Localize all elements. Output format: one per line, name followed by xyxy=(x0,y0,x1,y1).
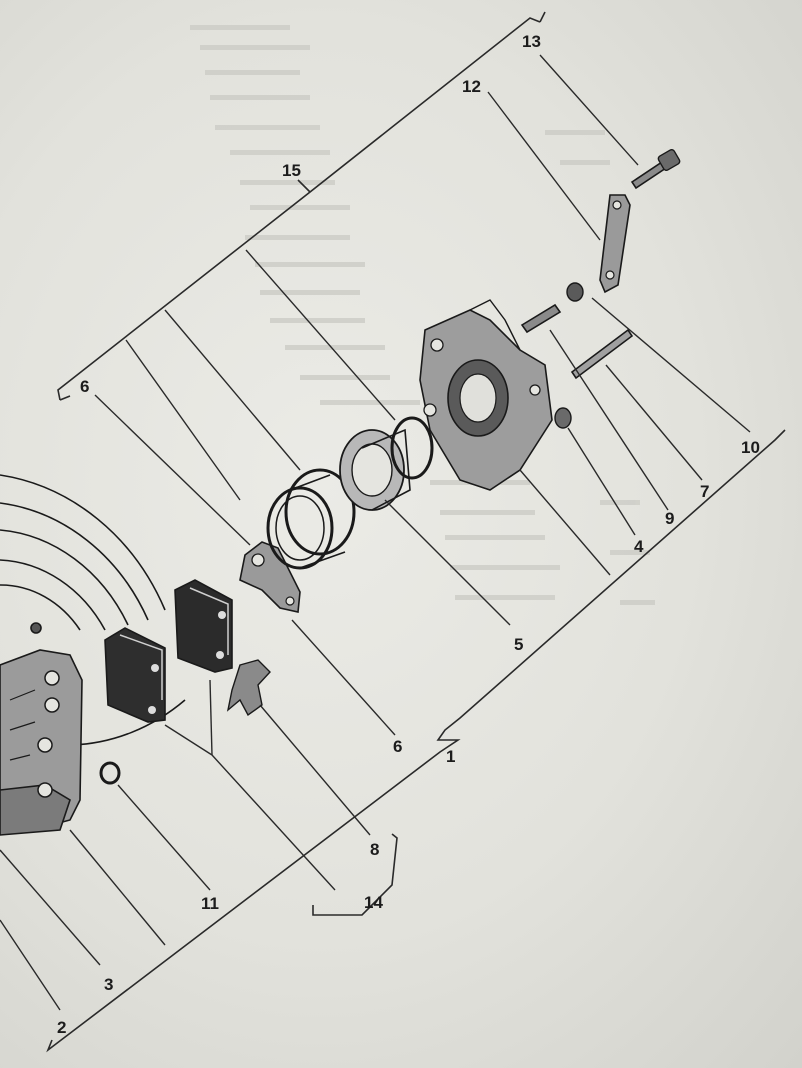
callout-6-bottom: 6 xyxy=(393,737,402,756)
seal-ring xyxy=(99,761,121,785)
dust-boot xyxy=(266,468,356,570)
brake-pad-outer xyxy=(174,579,233,673)
bridge-pipe-pin xyxy=(570,328,634,380)
anti-rattle-spring xyxy=(226,659,271,717)
leader-lines xyxy=(0,54,751,1011)
callout-4: 4 xyxy=(634,537,644,556)
piston-seal xyxy=(390,416,434,480)
callout-6-top: 6 xyxy=(80,377,89,396)
caliper-half-right xyxy=(419,299,553,491)
callout-9: 9 xyxy=(665,509,674,528)
callout-11: 11 xyxy=(201,894,219,913)
callout-13: 13 xyxy=(522,32,541,51)
plug-nut xyxy=(554,407,572,429)
mounting-bracket xyxy=(599,194,631,294)
callout-3: 3 xyxy=(104,975,113,994)
callout-2: 2 xyxy=(57,1018,66,1037)
callout-5: 5 xyxy=(514,635,523,654)
group-brackets xyxy=(46,11,786,1053)
callout-10: 10 xyxy=(741,438,760,457)
callout-14: 14 xyxy=(364,893,383,912)
callout-7: 7 xyxy=(700,482,709,501)
callout-1: 1 xyxy=(446,747,455,766)
callout-12: 12 xyxy=(462,77,481,96)
dust-cap xyxy=(566,282,584,302)
callout-8: 8 xyxy=(370,840,379,859)
bleed-through-text xyxy=(190,25,655,605)
bleed-screw xyxy=(520,303,562,334)
retaining-plate xyxy=(239,541,301,613)
piston xyxy=(339,428,411,511)
caliper-half-left xyxy=(0,649,83,836)
callout-15: 15 xyxy=(282,161,301,180)
mounting-bolt xyxy=(630,148,681,190)
brake-disc xyxy=(0,474,186,746)
callout-labels: 1 2 3 4 5 6 6 7 8 9 10 11 12 13 14 15 xyxy=(57,32,760,1037)
brake-pad-inner xyxy=(104,627,166,723)
